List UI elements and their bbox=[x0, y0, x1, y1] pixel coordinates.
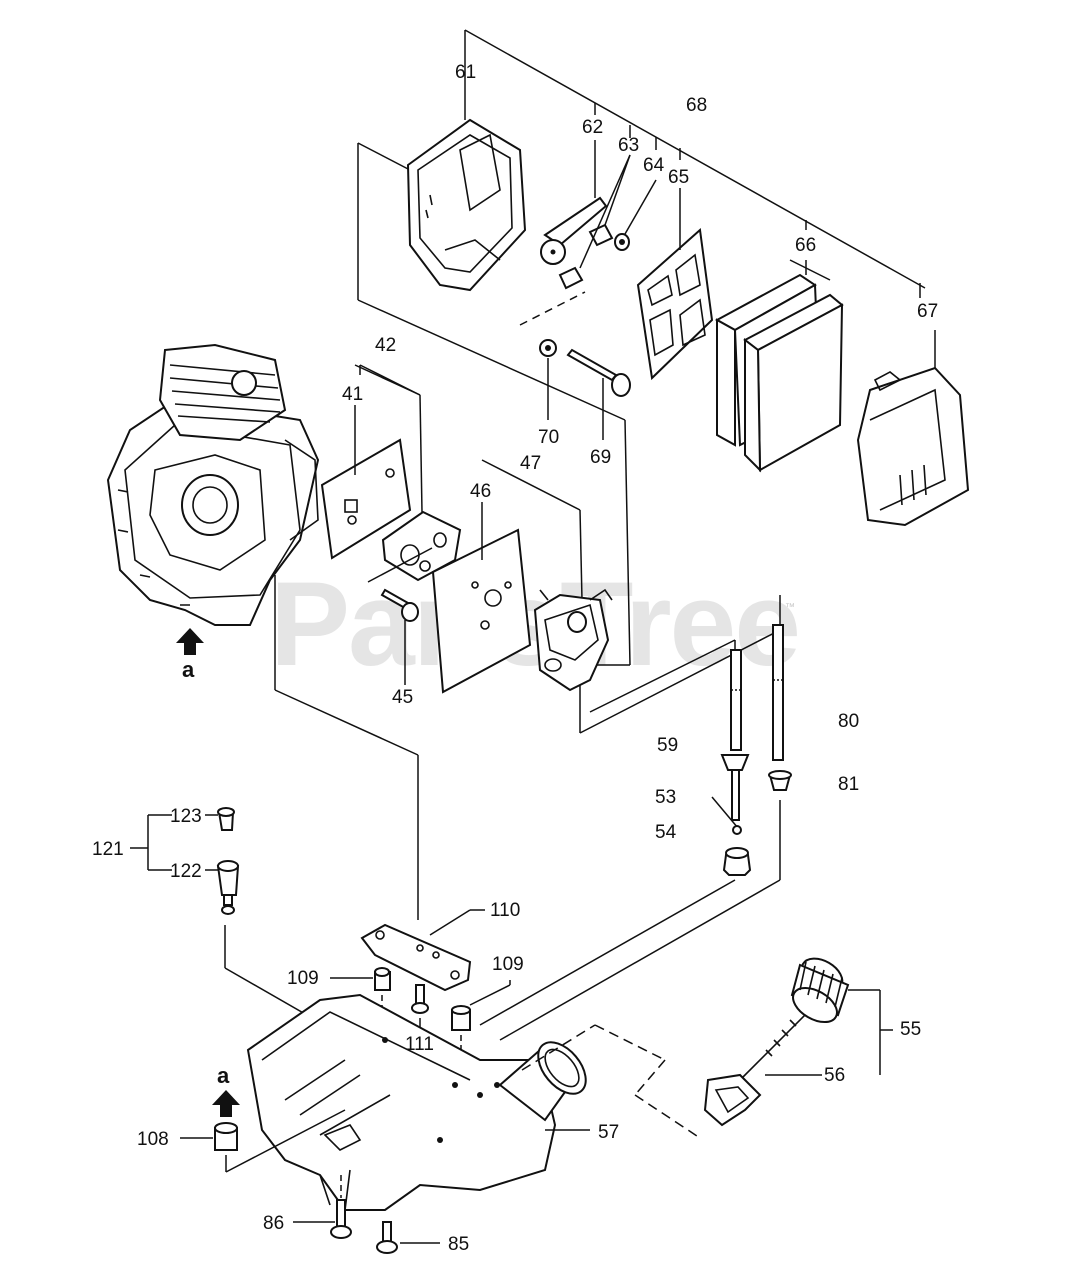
label-54: 54 bbox=[655, 822, 677, 843]
label-110: 110 bbox=[490, 900, 520, 921]
part-108-grommet bbox=[180, 1109, 346, 1173]
label-61: 61 bbox=[455, 62, 476, 83]
part-41-gasket bbox=[320, 405, 412, 560]
label-42: 42 bbox=[375, 335, 396, 356]
engine-crankcase bbox=[106, 343, 320, 626]
label-122: 122 bbox=[170, 861, 202, 882]
part-110-tank-bracket bbox=[360, 909, 485, 992]
label-64: 64 bbox=[643, 155, 665, 176]
label-108: 108 bbox=[137, 1129, 169, 1150]
label-86: 86 bbox=[263, 1213, 284, 1234]
label-81: 81 bbox=[838, 774, 859, 795]
part-70-washer bbox=[519, 291, 586, 420]
label-68: 68 bbox=[686, 95, 707, 116]
label-111: 111 bbox=[405, 1034, 434, 1055]
label-46: 46 bbox=[470, 481, 491, 502]
part-85-screw bbox=[376, 1221, 440, 1254]
label-62: 62 bbox=[582, 117, 603, 138]
part-81-grommet bbox=[768, 770, 792, 791]
part-80-return-pipe bbox=[772, 624, 784, 761]
label-85: 85 bbox=[448, 1234, 469, 1255]
label-65: 65 bbox=[668, 167, 689, 188]
label-109-right: 109 bbox=[492, 954, 524, 975]
part-86-screw bbox=[293, 1175, 352, 1239]
label-59: 59 bbox=[657, 735, 678, 756]
label-109-left: 109 bbox=[287, 968, 319, 989]
part-64-washer bbox=[614, 179, 657, 251]
label-66: 66 bbox=[795, 235, 816, 256]
label-67: 67 bbox=[917, 301, 938, 322]
label-121: 121 bbox=[92, 839, 124, 860]
part-65-filter-plate bbox=[636, 188, 714, 381]
label-70: 70 bbox=[538, 427, 559, 448]
part-53-clip bbox=[711, 796, 742, 835]
part-67-air-cleaner-cover bbox=[856, 330, 970, 527]
label-41: 41 bbox=[342, 384, 363, 405]
watermark: PartsTree bbox=[270, 557, 799, 691]
part-122-primer-bulb bbox=[205, 860, 240, 915]
part-57-fuel-tank bbox=[246, 993, 590, 1211]
label-47: 47 bbox=[520, 453, 541, 474]
label-56: 56 bbox=[824, 1065, 845, 1086]
part-62-choke-lever bbox=[540, 140, 608, 265]
part-63-bushing bbox=[558, 154, 631, 290]
view-marker-a-upper-letter: a bbox=[182, 657, 195, 682]
label-57: 57 bbox=[598, 1122, 619, 1143]
label-69: 69 bbox=[590, 447, 611, 468]
label-45: 45 bbox=[392, 687, 413, 708]
part-56-cap-tether bbox=[703, 1014, 822, 1127]
label-63: 63 bbox=[618, 135, 639, 156]
part-121-bracket bbox=[130, 814, 172, 871]
label-123: 123 bbox=[170, 806, 202, 827]
part-54-fuel-filter bbox=[722, 847, 752, 876]
part-69-bolt bbox=[566, 348, 631, 440]
part-55-fuel-cap bbox=[790, 957, 893, 1075]
part-111-screw bbox=[411, 984, 429, 1032]
view-marker-a-upper bbox=[176, 628, 204, 655]
part-45-bolt bbox=[380, 588, 419, 685]
view-marker-a-lower bbox=[212, 1090, 240, 1117]
part-61-air-cleaner-case bbox=[406, 118, 527, 292]
label-55: 55 bbox=[900, 1019, 921, 1040]
part-46-carburetor-gasket bbox=[431, 502, 532, 694]
part-66-air-filter-element bbox=[714, 259, 844, 473]
label-80: 80 bbox=[838, 711, 859, 732]
watermark-trademark: ™ bbox=[785, 602, 795, 613]
part-123-cap bbox=[205, 807, 235, 831]
part-47-carburetor bbox=[481, 459, 781, 734]
view-marker-a-lower-letter: a bbox=[217, 1063, 230, 1088]
part-59-fuel-pipe bbox=[720, 649, 750, 821]
part-42-insulator bbox=[354, 364, 462, 583]
label-53: 53 bbox=[655, 787, 676, 808]
